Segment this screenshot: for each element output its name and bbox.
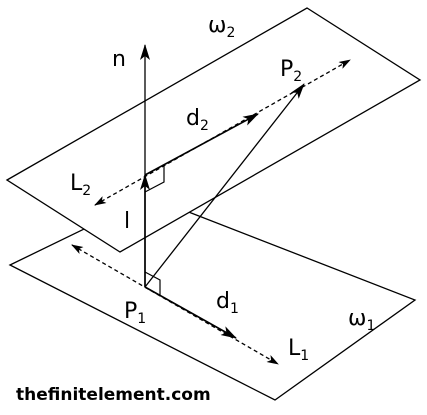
watermark-text: thefinitelement.com xyxy=(16,385,211,405)
plane-omega1 xyxy=(8,196,417,401)
plane-omega2 xyxy=(5,7,422,253)
label-l: l xyxy=(124,209,130,234)
right-angle-mark-p1 xyxy=(144,271,161,295)
label-omega2: ω2 xyxy=(208,13,235,41)
label-omega1: ω1 xyxy=(348,306,375,334)
label-d2: d2 xyxy=(186,106,209,134)
vector-p1-p2 xyxy=(144,83,305,288)
vector-d1 xyxy=(144,286,237,339)
label-p1: P1 xyxy=(124,299,146,327)
label-p2: P2 xyxy=(280,57,302,85)
vector-d2 xyxy=(144,113,259,176)
label-d1: d1 xyxy=(216,289,239,317)
line-l1 xyxy=(71,244,279,365)
label-l2: L2 xyxy=(70,171,91,199)
label-l1: L1 xyxy=(288,336,309,364)
label-n: n xyxy=(112,47,126,72)
right-angle-mark-l2 xyxy=(144,165,165,193)
